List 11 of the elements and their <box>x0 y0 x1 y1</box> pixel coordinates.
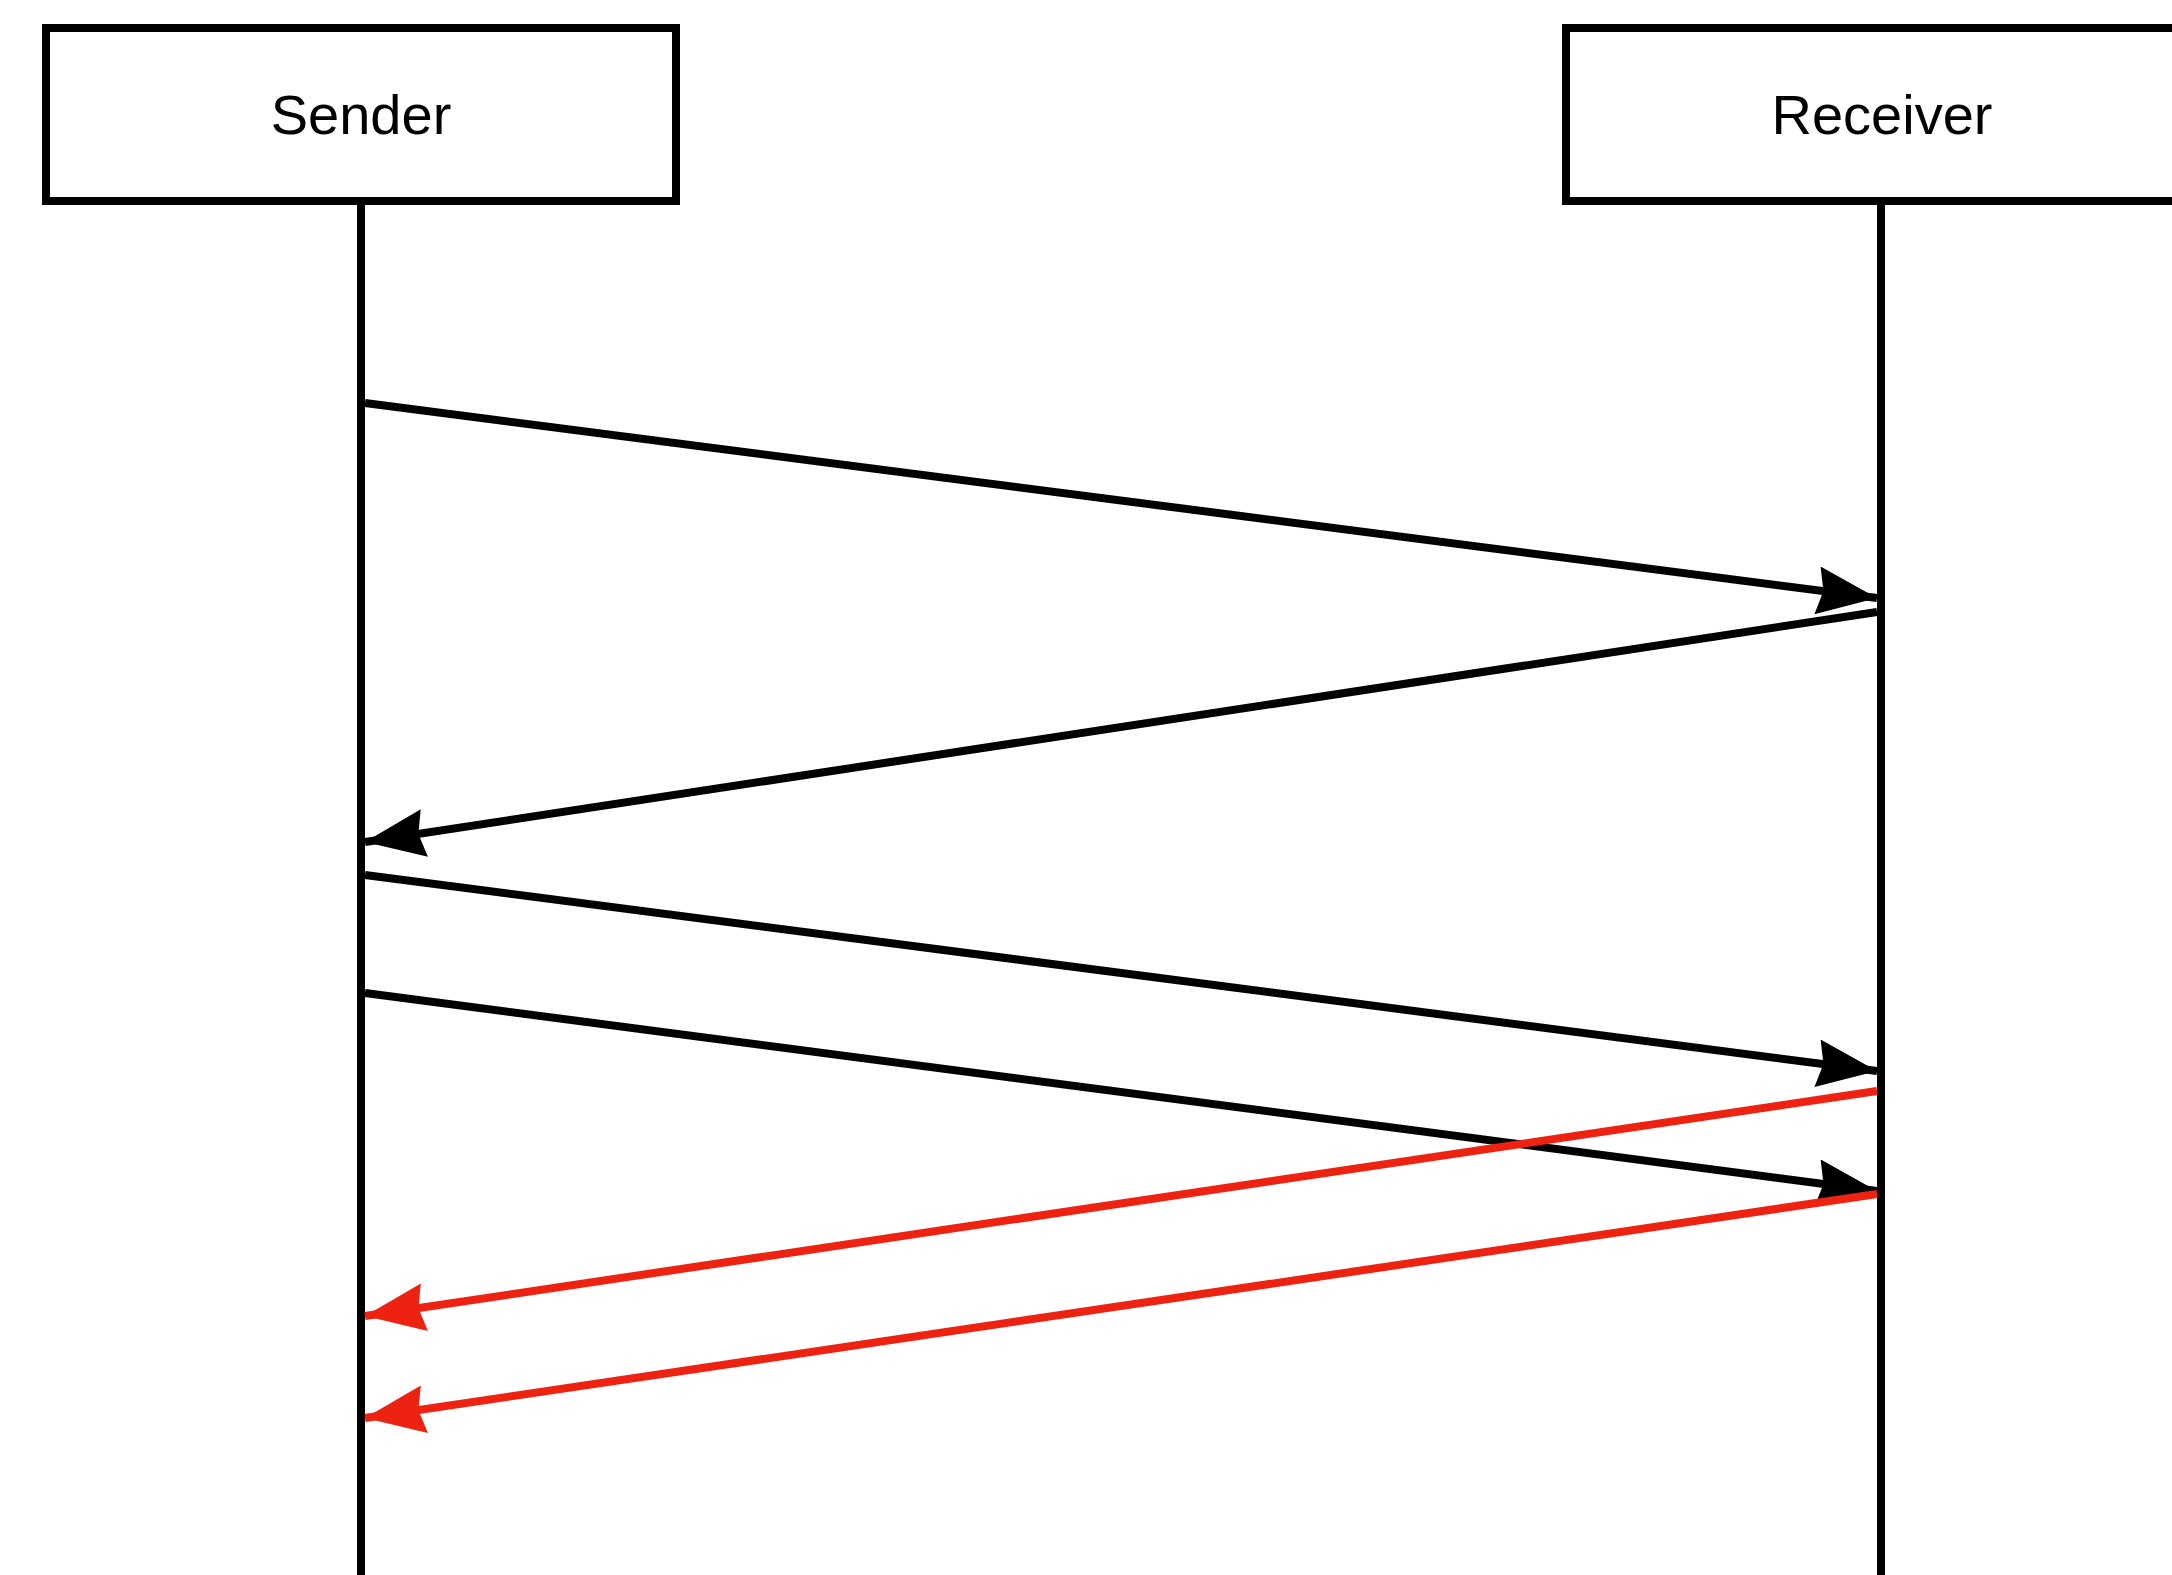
participant-box <box>1562 24 2172 205</box>
participant-label: Receiver <box>1771 81 1993 148</box>
lifeline <box>1877 205 1885 1575</box>
message-arrow <box>364 608 1878 857</box>
message-arrow <box>364 871 1878 1088</box>
lifeline <box>357 205 365 1575</box>
message-arrow <box>364 1087 1878 1331</box>
message-arrow <box>364 399 1878 615</box>
message-arrow <box>364 1190 1878 1433</box>
participant-box <box>42 24 680 205</box>
participant-label: Sender <box>270 81 452 148</box>
